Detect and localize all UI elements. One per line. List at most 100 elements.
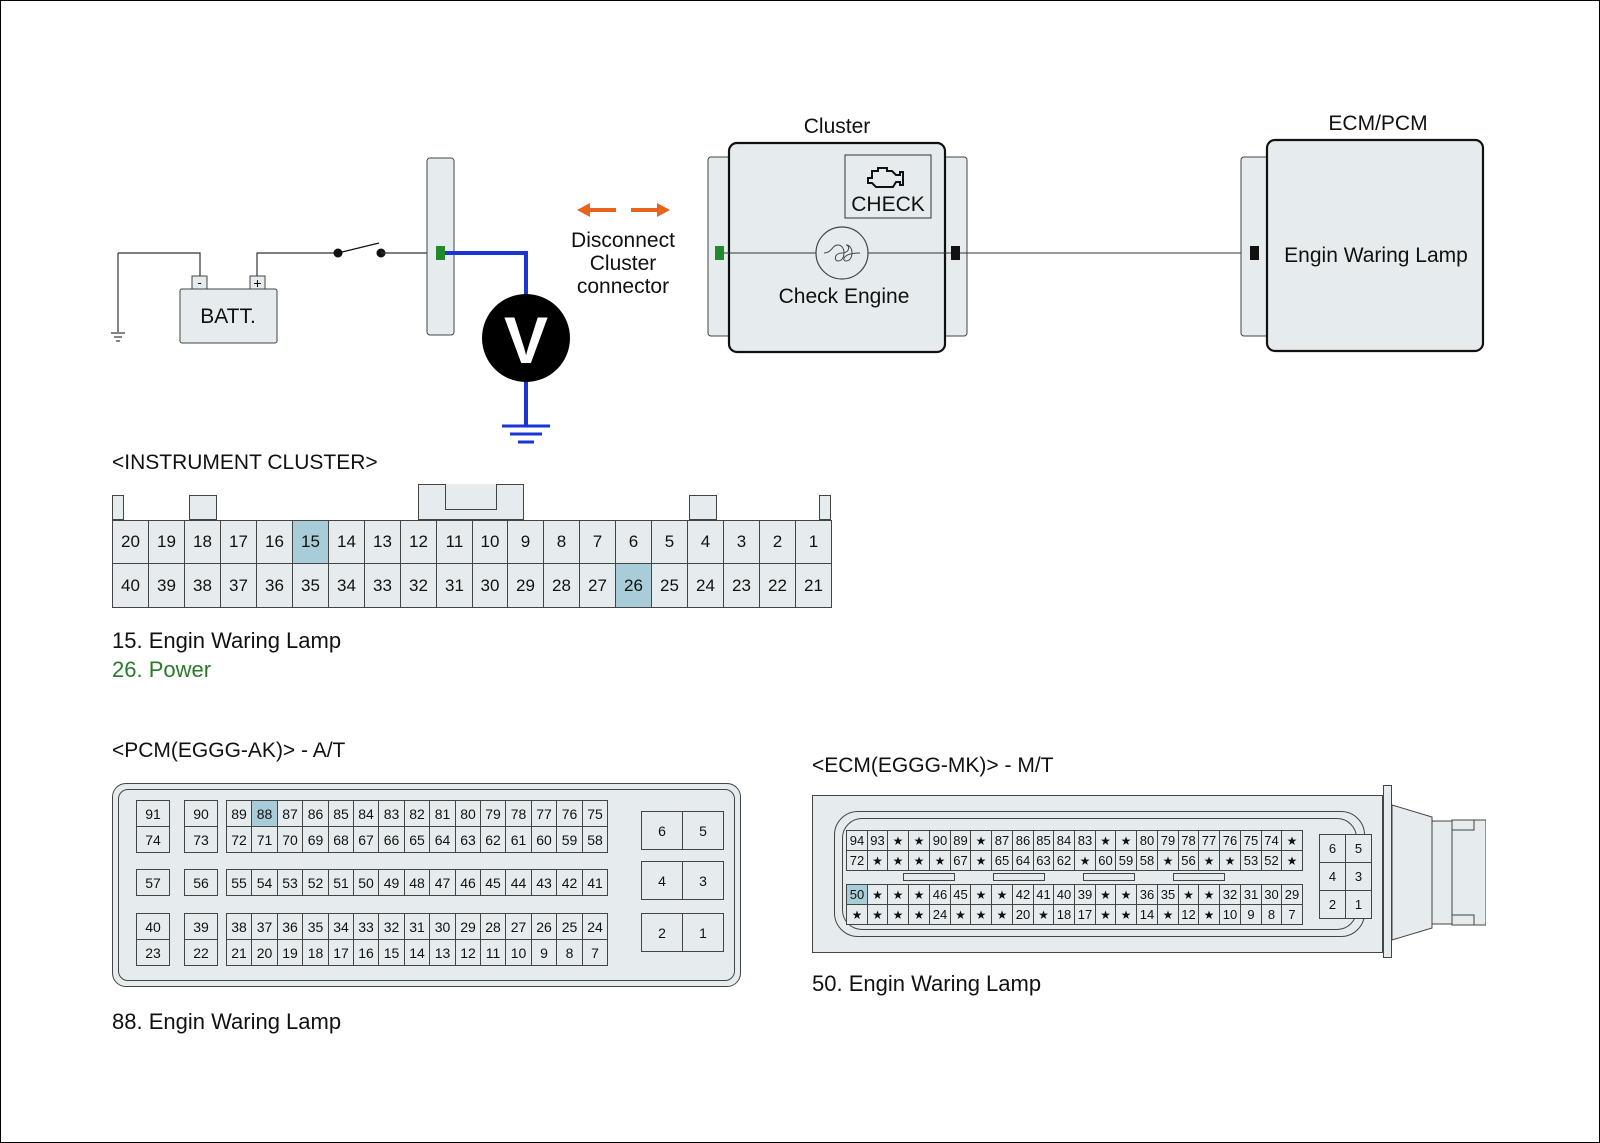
connector-key-slot (1083, 873, 1135, 881)
ecm-connector-title: <ECM(EGGG-MK)> - M/T (812, 754, 1054, 777)
pin-29: 29 (507, 563, 544, 608)
pin-40: 40 (112, 563, 149, 608)
pin-25: 25 (651, 563, 688, 608)
ecm-connector-flange (1383, 785, 1392, 958)
connector-key-slot (993, 873, 1045, 881)
pin-80: 80 (1136, 830, 1158, 851)
pin-unused: ★ (1115, 904, 1137, 925)
pin-unused: ★ (1095, 884, 1116, 905)
pin-8: 8 (1261, 904, 1282, 925)
pin-2: 2 (759, 520, 796, 564)
pin-53: 53 (277, 869, 303, 896)
pin-52: 52 (1261, 850, 1282, 871)
pin-77: 77 (1198, 830, 1220, 851)
cluster-terminal-black (951, 246, 960, 260)
pin-31: 31 (436, 563, 473, 608)
pin-42: 42 (556, 869, 583, 896)
pin-64: 64 (429, 826, 456, 853)
pin-48: 48 (404, 869, 430, 896)
pin-28: 28 (543, 563, 580, 608)
pin-32: 32 (400, 563, 437, 608)
pin-57: 57 (136, 869, 170, 896)
ecm-title: ECM/PCM (1328, 112, 1427, 135)
pin-55: 55 (226, 869, 252, 896)
ground-icon (111, 253, 125, 342)
pin-17: 17 (328, 939, 354, 966)
pin-12: 12 (400, 520, 437, 564)
pin-93: 93 (867, 830, 888, 851)
pin-24: 24 (582, 913, 608, 940)
pin-18: 18 (302, 939, 329, 966)
lamp-icon (815, 226, 869, 280)
pin-36: 36 (277, 913, 303, 940)
pin-65: 65 (404, 826, 430, 853)
pin-24: 24 (687, 563, 724, 608)
pin-24: 24 (929, 904, 951, 925)
pin-42: 42 (1012, 884, 1034, 905)
pin-53: 53 (1240, 850, 1262, 871)
pin-56: 56 (1178, 850, 1199, 871)
pin-76: 76 (556, 800, 583, 827)
pin-62: 62 (1053, 850, 1075, 871)
pin-69: 69 (302, 826, 329, 853)
pin-38: 38 (184, 563, 221, 608)
disconnect-line-2: Cluster (590, 252, 657, 275)
pin-4: 4 (641, 861, 683, 900)
pin-59: 59 (556, 826, 583, 853)
pin-86: 86 (302, 800, 329, 827)
pin-84: 84 (1053, 830, 1075, 851)
pin-5: 5 (1345, 834, 1372, 863)
pin-9: 9 (1240, 904, 1262, 925)
pin-33: 33 (353, 913, 379, 940)
pin-unused: ★ (908, 904, 930, 925)
pin-6: 6 (615, 520, 652, 564)
pin-8: 8 (556, 939, 583, 966)
pin-13: 13 (429, 939, 456, 966)
pin-30: 30 (472, 563, 508, 608)
pin-74: 74 (136, 826, 170, 853)
instrument-cluster-title: <INSTRUMENT CLUSTER> (112, 451, 378, 474)
pin-35: 35 (1157, 884, 1179, 905)
pin-unused: ★ (1157, 904, 1179, 925)
pin-78: 78 (505, 800, 532, 827)
pin-58: 58 (1136, 850, 1158, 871)
pin-3: 3 (682, 861, 724, 900)
pin-20: 20 (1012, 904, 1034, 925)
pin-unused: ★ (970, 830, 992, 851)
pin-61: 61 (505, 826, 532, 853)
pin-84: 84 (353, 800, 379, 827)
pin-38: 38 (226, 913, 252, 940)
pin-14: 14 (1136, 904, 1158, 925)
pin-71: 71 (251, 826, 278, 853)
pin-unused: ★ (1157, 850, 1179, 871)
pin-30: 30 (1261, 884, 1282, 905)
pin-29: 29 (455, 913, 481, 940)
pin-15: 15 (378, 939, 405, 966)
pin-39: 39 (184, 913, 218, 940)
pin-17: 17 (220, 520, 257, 564)
pin-12: 12 (455, 939, 481, 966)
pin-60: 60 (1095, 850, 1116, 871)
pin-5: 5 (651, 520, 688, 564)
arrow-right-icon (631, 203, 670, 217)
pin-2: 2 (641, 913, 683, 952)
pin-30: 30 (429, 913, 456, 940)
pin-7: 7 (1281, 904, 1303, 925)
pin-72: 72 (846, 850, 868, 871)
connector-tab (189, 495, 217, 520)
pin-23: 23 (723, 563, 760, 608)
disconnect-line-3: connector (577, 275, 669, 298)
pin-10: 10 (472, 520, 508, 564)
pin-15: 15 (292, 520, 329, 564)
pin-unused: ★ (1178, 884, 1199, 905)
battery-minus-terminal (191, 275, 208, 290)
ecm-connector-boot (1392, 804, 1486, 941)
pin-51: 51 (328, 869, 354, 896)
pin-10: 10 (1219, 904, 1241, 925)
pin-36: 36 (256, 563, 293, 608)
pin-5: 5 (682, 811, 724, 850)
pin-4: 4 (1319, 862, 1346, 891)
pin-11: 11 (480, 939, 506, 966)
pin-unused: ★ (1115, 884, 1137, 905)
pin-89: 89 (950, 830, 971, 851)
